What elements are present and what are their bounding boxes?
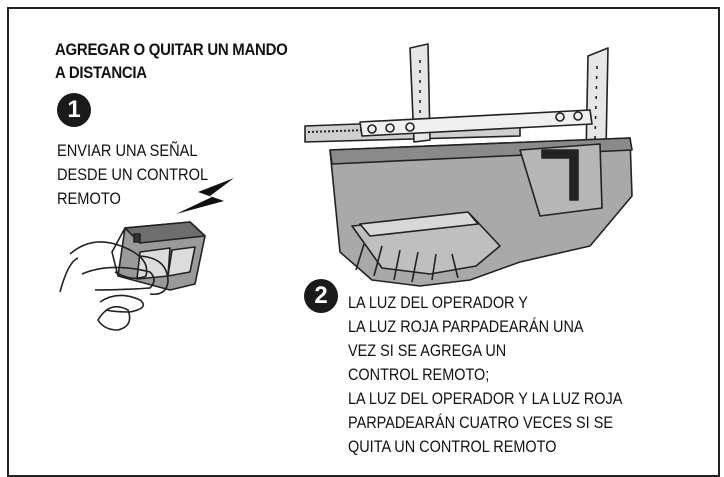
step-1-text: ENVIAR UNA SEÑAL DESDE UN CONTROL REMOTO	[57, 139, 255, 211]
step-2-line: LA LUZ DEL OPERADOR Y LA LUZ ROJA	[348, 389, 623, 408]
garage-door-opener-illustration	[304, 43, 633, 287]
title-line: AGREGAR O QUITAR UN MANDO	[55, 40, 288, 59]
step-2-line: LA LUZ DEL OPERADOR Y	[348, 293, 528, 312]
step-2-line: QUITA UN CONTROL REMOTO	[348, 437, 557, 456]
step-2-line: CONTROL REMOTO;	[348, 365, 490, 384]
step-2-badge: 2	[304, 279, 338, 313]
step-2-line: PARPADEARÁN CUATRO VECES SI SE	[348, 413, 613, 432]
step-2-line: LA LUZ ROJA PARPADEARÁN UNA	[348, 317, 584, 336]
step-1-line: ENVIAR UNA SEÑAL	[57, 141, 198, 160]
step-1-line: REMOTO	[57, 189, 121, 208]
signal-icon	[176, 178, 234, 214]
step-2-text: LA LUZ DEL OPERADOR Y LA LUZ ROJA PARPAD…	[348, 291, 688, 459]
step-2-line: VEZ SI SE AGREGA UN	[348, 341, 507, 360]
title-line: A DISTANCIA	[55, 63, 147, 82]
step-1-line: DESDE UN CONTROL	[57, 165, 209, 184]
section-title: AGREGAR O QUITAR UN MANDO A DISTANCIA	[55, 38, 319, 84]
step-1-badge: 1	[57, 93, 91, 127]
illustration-layer	[59, 43, 633, 331]
remote-control-illustration	[59, 221, 206, 331]
